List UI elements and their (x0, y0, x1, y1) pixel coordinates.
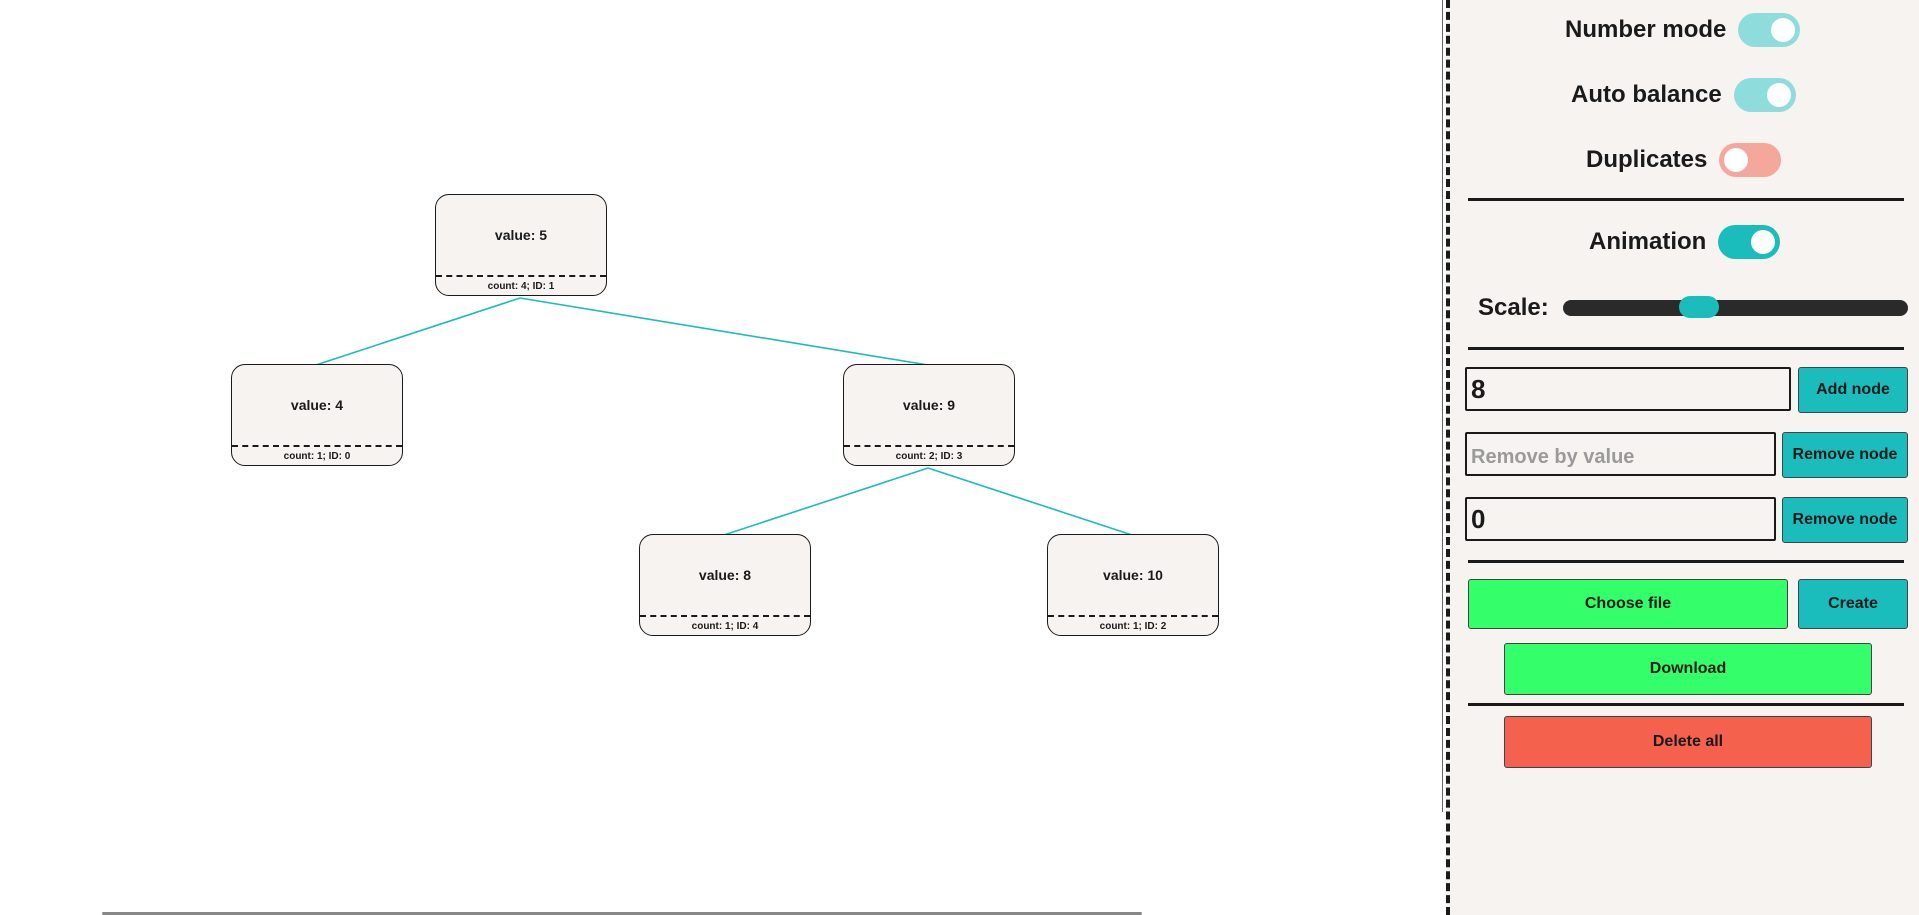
tree-node[interactable]: value: 5 count: 4; ID: 1 (435, 194, 607, 296)
choose-file-button[interactable]: Choose file (1468, 579, 1788, 629)
toggle-knob (1724, 148, 1749, 172)
tree-node[interactable]: value: 8 count: 1; ID: 4 (639, 534, 811, 636)
node-meta-label: count: 2; ID: 3 (895, 451, 963, 462)
node-divider (232, 445, 402, 447)
scale-slider[interactable] (1562, 296, 1908, 318)
scale-slider-thumb[interactable] (1678, 296, 1719, 318)
panel-divider (1442, 0, 1443, 812)
tree-node[interactable]: value: 10 count: 1; ID: 2 (1047, 534, 1219, 636)
edge-5-9 (519, 297, 929, 366)
remove-by-value-button[interactable]: Remove node (1782, 432, 1908, 478)
number-mode-row: Number mode (1565, 10, 1801, 50)
node-meta-label: count: 1; ID: 0 (283, 451, 351, 462)
remove-by-id-input[interactable] (1465, 497, 1776, 541)
toggle-knob (1751, 230, 1776, 254)
node-value-label: value: 4 (290, 397, 344, 413)
horizontal-scrollbar[interactable] (102, 912, 1142, 915)
node-divider (640, 615, 810, 617)
add-node-button[interactable]: Add node (1798, 367, 1908, 413)
number-mode-toggle[interactable] (1738, 13, 1801, 47)
tree-canvas[interactable]: value: 5 count: 4; ID: 1 value: 4 count:… (0, 0, 1440, 915)
node-divider (436, 275, 606, 277)
node-value-label: value: 10 (1103, 567, 1163, 583)
tree-node[interactable]: value: 4 count: 1; ID: 0 (231, 364, 403, 466)
section-divider (1468, 198, 1904, 201)
node-value-label: value: 9 (902, 397, 956, 413)
auto-balance-label: Auto balance (1571, 81, 1722, 108)
node-divider (844, 445, 1014, 447)
section-divider (1468, 560, 1904, 563)
animation-row: Animation (1589, 222, 1781, 262)
add-node-input[interactable] (1465, 367, 1791, 411)
toggle-knob (1771, 18, 1796, 42)
scale-label: Scale: (1478, 294, 1549, 321)
download-button[interactable]: Download (1504, 643, 1872, 695)
node-meta-label: count: 1; ID: 4 (691, 621, 759, 632)
section-divider (1468, 703, 1904, 706)
delete-all-button[interactable]: Delete all (1504, 716, 1872, 768)
node-value-label: value: 5 (494, 227, 548, 243)
duplicates-row: Duplicates (1586, 140, 1782, 180)
create-button[interactable]: Create (1798, 579, 1908, 629)
toggle-knob (1766, 83, 1791, 107)
animation-toggle[interactable] (1718, 225, 1781, 259)
control-panel: Number mode Auto balance Duplicates Anim… (1446, 0, 1919, 915)
remove-by-id-button[interactable]: Remove node (1782, 497, 1908, 543)
animation-label: Animation (1589, 228, 1707, 255)
node-meta-label: count: 4; ID: 1 (487, 281, 555, 292)
scale-row: Scale: (1478, 288, 1908, 328)
number-mode-label: Number mode (1565, 16, 1727, 43)
duplicates-label: Duplicates (1586, 146, 1708, 173)
section-divider (1468, 347, 1904, 350)
auto-balance-toggle[interactable] (1733, 78, 1796, 112)
node-value-label: value: 8 (698, 567, 752, 583)
node-meta-label: count: 1; ID: 2 (1099, 621, 1167, 632)
duplicates-toggle[interactable] (1719, 143, 1782, 177)
remove-by-value-input[interactable] (1465, 432, 1776, 476)
edge-9-10 (927, 467, 1133, 536)
node-divider (1048, 615, 1218, 617)
edge-5-4 (315, 297, 521, 366)
edge-9-8 (723, 467, 929, 536)
tree-node[interactable]: value: 9 count: 2; ID: 3 (843, 364, 1015, 466)
tree-edges (315, 297, 1133, 536)
auto-balance-row: Auto balance (1571, 75, 1796, 115)
